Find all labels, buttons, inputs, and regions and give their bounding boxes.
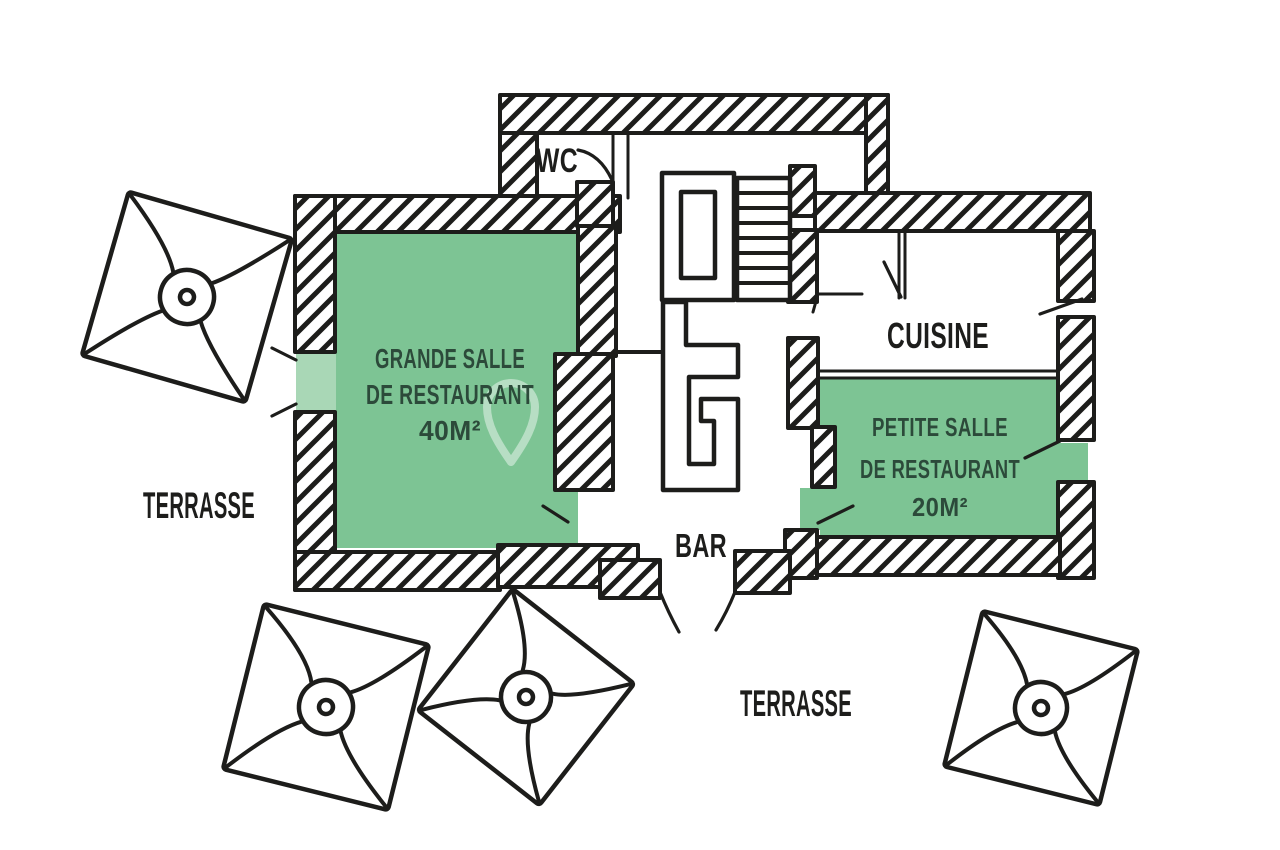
door-swings — [270, 148, 1084, 634]
room-fills — [296, 224, 1088, 548]
parasol-ribs — [420, 591, 632, 803]
corridor-partition — [611, 131, 630, 200]
location-pin-watermark-icon — [483, 379, 539, 466]
parasol-ribs — [224, 605, 428, 809]
wall-grande-bottom-left — [293, 550, 502, 592]
kitchen-right-door-swing — [1038, 297, 1084, 316]
wall-petite-bottom — [815, 535, 1062, 577]
kitchen-door-swing — [882, 260, 903, 299]
entrance-door-swing-right — [714, 590, 737, 632]
petite-salle-left-door-opening — [800, 488, 824, 530]
parasol-icon — [80, 190, 294, 404]
petite-salle-label-line2: DE RESTAURANT — [860, 454, 1020, 484]
wall-stairs-side-lower — [786, 228, 819, 304]
petite-salle-door-opening — [1056, 443, 1088, 483]
partition-walls — [611, 131, 1060, 380]
wall-grande-right-upper — [576, 222, 618, 358]
wall-entrance-right — [733, 549, 792, 595]
wc-door-swing — [576, 148, 614, 182]
entrance-door-swing-left — [658, 590, 681, 634]
parasol-pole — [316, 697, 336, 717]
grande-exit-door-swing — [541, 504, 570, 524]
terrace-door-swing-upper — [270, 346, 298, 362]
wall-top-right-step — [864, 93, 890, 197]
grande-salle-room-area — [332, 224, 578, 548]
grande-salle-terrace-door-opening — [296, 350, 336, 413]
wall-grande-right-lower — [553, 352, 615, 492]
parasol-ribs — [83, 193, 291, 401]
wall-wc-left — [498, 131, 539, 199]
wall-petite-left-middle — [810, 425, 837, 489]
wall-right-upper — [1056, 229, 1096, 303]
parasol-icon — [942, 609, 1140, 807]
parasol-pole — [1031, 698, 1051, 718]
parasol-pole — [516, 687, 536, 707]
wall-grande-left-upper — [293, 194, 337, 354]
wc-label: WC — [536, 142, 578, 180]
labels: WC CUISINE BAR TERRASSE TERRASSE GRANDE … — [143, 142, 1020, 724]
wall-top-bar — [498, 93, 890, 135]
grande-salle-area-label: 40M² — [419, 415, 481, 446]
wall-petite-left-upper — [786, 336, 820, 430]
walls — [293, 93, 1096, 600]
shaft-inner — [678, 189, 718, 281]
petite-salle-area-label: 20M² — [912, 492, 968, 522]
petite-salle-label-line1: PETITE SALLE — [872, 412, 1008, 442]
kitchen-petite-divider-wall — [818, 369, 1060, 380]
parasol-pole — [177, 287, 197, 307]
kitchen-partition-wall — [897, 230, 907, 300]
bar-counter — [660, 299, 741, 493]
grande-salle-label-line2: DE RESTAURANT — [366, 379, 534, 410]
kitchen-low-wall — [811, 292, 864, 314]
staircase-icon — [734, 175, 793, 303]
wall-kitchen-top — [813, 191, 1092, 233]
petite-left-door-swing — [816, 504, 855, 525]
terrasse-left-label: TERRASSE — [143, 485, 255, 526]
petite-salle-room-area — [820, 378, 1058, 540]
parasol-icon — [416, 587, 636, 807]
parasol-ribs — [945, 612, 1137, 804]
grande-salle-label-line1: GRANDE SALLE — [375, 343, 525, 374]
wall-stairs-side-upper — [788, 164, 817, 218]
cuisine-label: CUISINE — [887, 315, 989, 356]
wall-grande-top — [293, 194, 622, 234]
petite-right-door-swing — [1023, 439, 1062, 460]
stairs-treads — [735, 191, 792, 285]
bar-label: BAR — [675, 527, 727, 564]
shaft — [659, 170, 737, 303]
terrasse-bottom-label: TERRASSE — [740, 683, 852, 724]
terrace-door-swing-lower — [270, 402, 298, 418]
parasol-icon — [221, 602, 431, 812]
wall-wc-door-jamb — [575, 180, 615, 228]
wall-right-lower — [1056, 480, 1096, 580]
wall-entrance-left — [598, 558, 662, 600]
wall-right-middle — [1056, 315, 1096, 442]
